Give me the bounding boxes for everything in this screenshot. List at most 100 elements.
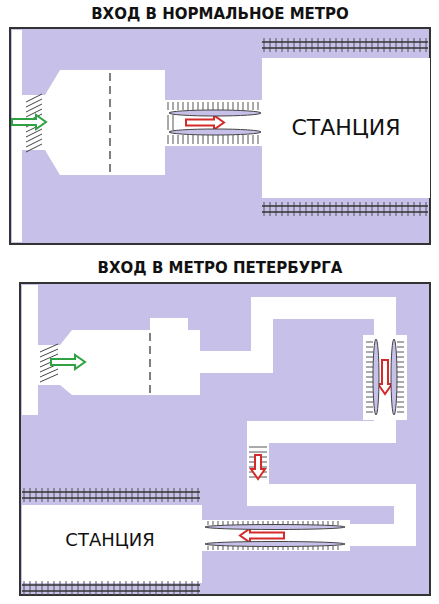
- stroke: [180, 488, 181, 502]
- stroke: [26, 104, 42, 112]
- stroke: [192, 488, 193, 502]
- escalator-hall: [363, 335, 407, 420]
- stroke: [36, 581, 37, 595]
- stroke: [348, 38, 349, 52]
- stroke: [328, 521, 329, 525]
- stroke: [48, 488, 49, 502]
- stroke: [218, 135, 219, 144]
- stroke: [178, 102, 179, 110]
- stroke: [213, 135, 214, 144]
- direction-arrow: [378, 360, 392, 394]
- stroke: [397, 367, 404, 368]
- stroke: [354, 38, 355, 52]
- stroke: [78, 581, 79, 595]
- stroke: [253, 102, 254, 110]
- stroke: [114, 488, 115, 502]
- stroke: [270, 202, 271, 216]
- panel-ground: [20, 283, 430, 595]
- stroke: [78, 488, 79, 502]
- stroke: [397, 357, 404, 358]
- stroke: [228, 102, 229, 110]
- stroke: [60, 488, 61, 502]
- stroke: [366, 397, 373, 398]
- escalator-hall: [200, 520, 350, 551]
- stroke: [300, 202, 301, 216]
- stroke: [72, 581, 73, 595]
- stroke: [54, 488, 55, 502]
- stroke: [397, 382, 404, 383]
- stroke: [238, 102, 239, 110]
- stroke: [173, 102, 174, 110]
- stroke: [42, 581, 43, 595]
- stroke: [342, 38, 343, 52]
- stroke: [188, 102, 189, 110]
- stroke: [186, 488, 187, 502]
- stroke: [397, 392, 404, 393]
- stroke: [426, 202, 427, 216]
- stroke: [168, 135, 169, 144]
- stroke: [338, 546, 339, 550]
- stroke: [328, 546, 329, 550]
- stroke: [264, 202, 265, 216]
- stroke: [262, 205, 428, 207]
- stroke: [248, 102, 249, 110]
- stroke: [324, 202, 325, 216]
- stroke: [324, 38, 325, 52]
- stroke: [318, 521, 319, 525]
- stroke: [132, 488, 133, 502]
- stroke: [180, 581, 181, 595]
- stroke: [270, 38, 271, 52]
- stroke: [114, 581, 115, 595]
- stroke: [24, 488, 25, 502]
- stroke: [120, 581, 121, 595]
- stroke: [30, 581, 31, 595]
- escalator-hall: [163, 100, 265, 146]
- stroke: [396, 202, 397, 216]
- stroke: [213, 546, 214, 550]
- stroke: [397, 412, 404, 413]
- stroke: [366, 362, 373, 363]
- stroke: [312, 38, 313, 52]
- stroke: [193, 135, 194, 144]
- stroke: [22, 491, 200, 493]
- stroke: [366, 402, 373, 403]
- stroke: [144, 488, 145, 502]
- stroke: [233, 135, 234, 144]
- stroke: [243, 102, 244, 110]
- stroke: [223, 135, 224, 144]
- strokes: [12, 38, 428, 595]
- escalator-divider: [205, 542, 345, 547]
- stroke: [306, 38, 307, 52]
- stroke: [397, 387, 404, 388]
- stroke: [288, 202, 289, 216]
- stroke: [282, 202, 283, 216]
- stroke: [40, 374, 58, 382]
- escalator-divider: [391, 339, 397, 415]
- direction-arrow: [12, 115, 46, 129]
- stroke: [390, 38, 391, 52]
- stroke: [198, 488, 199, 502]
- stroke: [420, 202, 421, 216]
- stroke: [294, 202, 295, 216]
- stroke: [276, 38, 277, 52]
- stroke: [366, 357, 373, 358]
- stroke: [253, 135, 254, 144]
- escalator-divider: [169, 129, 261, 135]
- stroke: [366, 38, 367, 52]
- stroke: [208, 546, 209, 550]
- stroke: [233, 102, 234, 110]
- stroke: [168, 115, 169, 130]
- stroke: [408, 202, 409, 216]
- stroke: [354, 202, 355, 216]
- stroke: [333, 521, 334, 525]
- stroke: [213, 102, 214, 110]
- stroke: [96, 581, 97, 595]
- stroke: [262, 211, 428, 213]
- stroke: [249, 447, 267, 448]
- stroke: [102, 488, 103, 502]
- stroke: [366, 412, 373, 413]
- stroke: [126, 488, 127, 502]
- stroke: [208, 135, 209, 144]
- stroke: [300, 38, 301, 52]
- stroke: [397, 397, 404, 398]
